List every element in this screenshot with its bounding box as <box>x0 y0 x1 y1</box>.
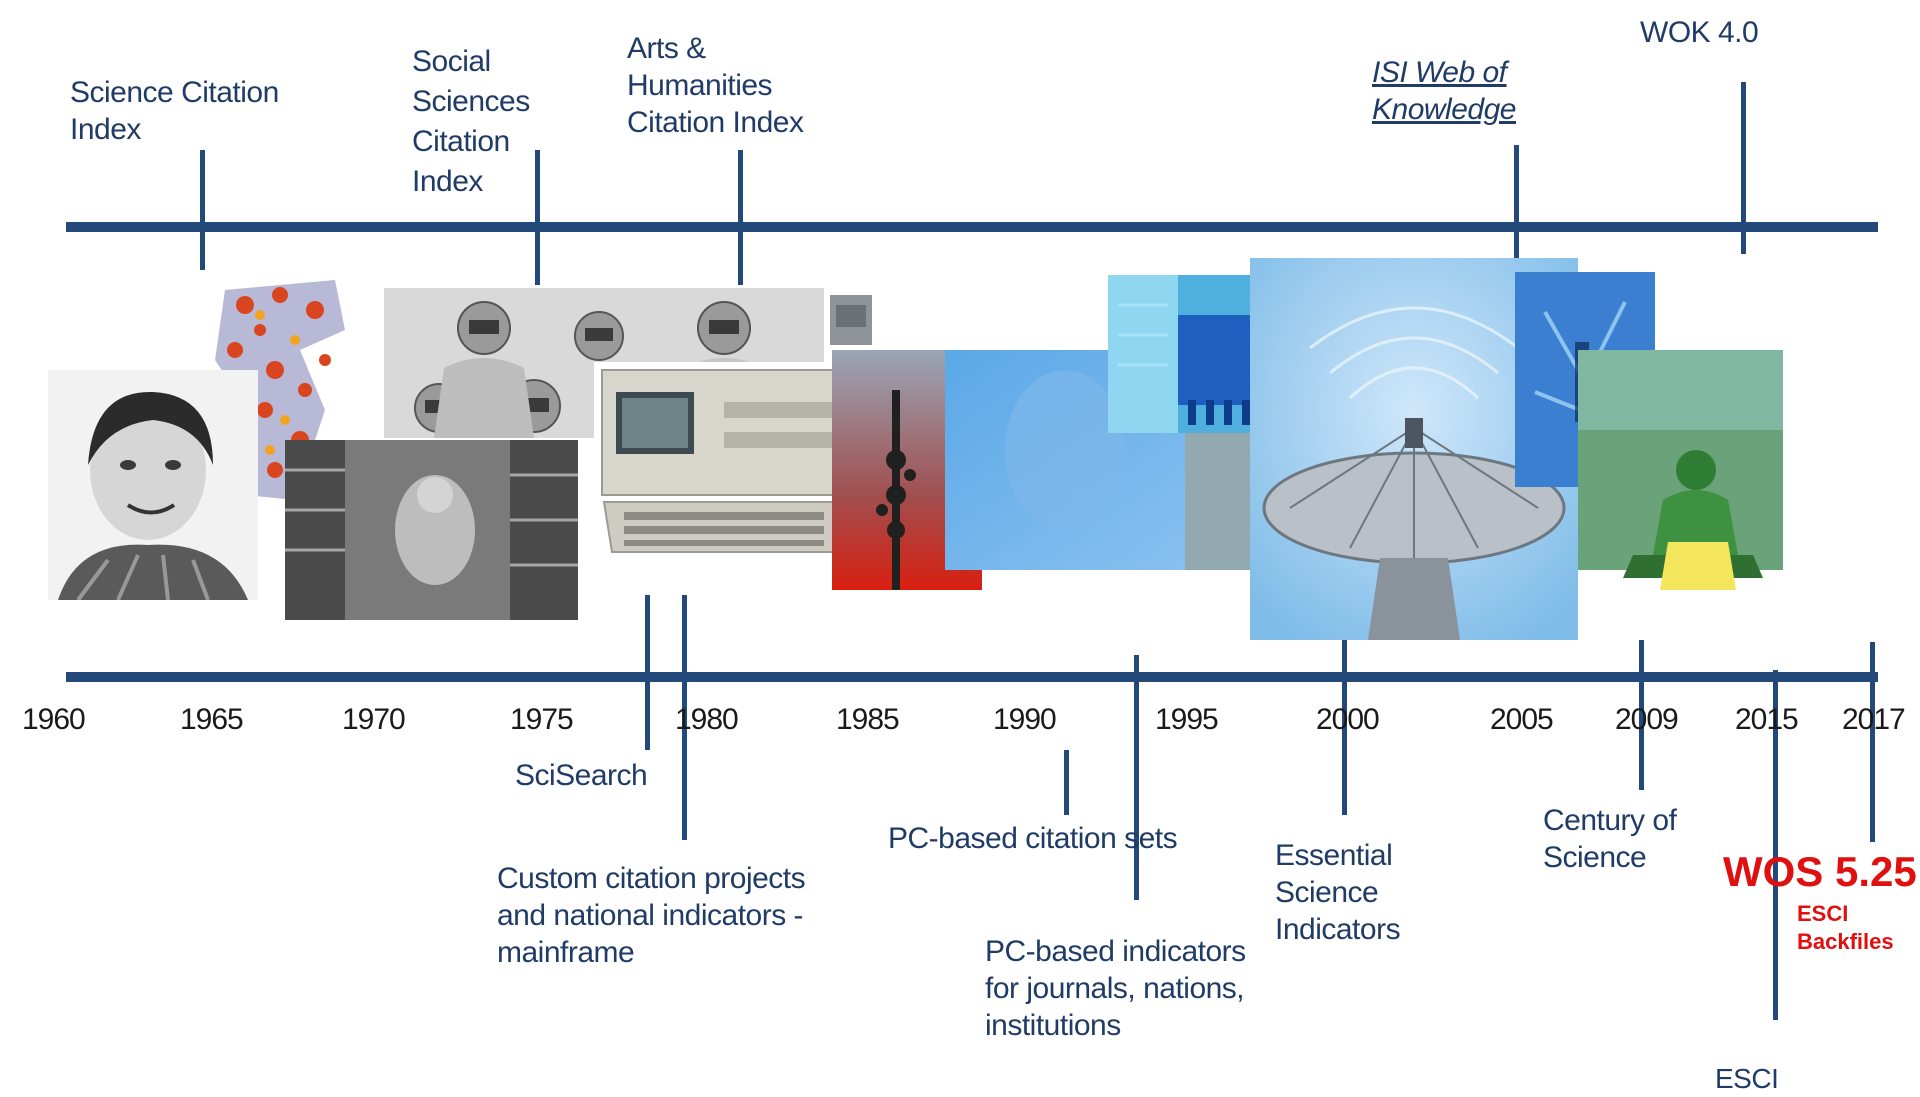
tick-isi <box>1514 145 1519 260</box>
label-wos-5-25: WOS 5.25 <box>1723 848 1917 895</box>
grey-square-image <box>830 295 872 345</box>
tick-esci <box>1773 670 1778 1020</box>
year-1970: 1970 <box>342 703 406 736</box>
year-1995: 1995 <box>1155 703 1219 736</box>
year-2015: 2015 <box>1735 703 1799 736</box>
archive-photo <box>285 440 578 620</box>
top-timeline-bar <box>66 222 1878 232</box>
label-wok-4: WOK 4.0 <box>1640 16 1759 49</box>
year-1985: 1985 <box>836 703 900 736</box>
label-scisearch: SciSearch <box>515 759 648 792</box>
year-1980: 1980 <box>675 703 739 736</box>
tick-2017 <box>1870 642 1875 842</box>
year-1960: 1960 <box>22 703 86 736</box>
tick-ssci <box>535 150 540 285</box>
tick-pc-indicators <box>1134 655 1139 900</box>
person-laptop-photo <box>1578 350 1783 615</box>
computer-photo <box>594 362 858 562</box>
tick-scisearch <box>645 595 650 750</box>
tick-pc-sets <box>1064 750 1069 815</box>
bottom-timeline-bar <box>66 672 1878 682</box>
year-1990: 1990 <box>993 703 1057 736</box>
year-1975: 1975 <box>510 703 574 736</box>
label-pc-based-citation-sets: PC-based citation sets <box>888 822 1178 855</box>
year-2000: 2000 <box>1316 703 1380 736</box>
tick-custom <box>682 595 687 840</box>
year-2005: 2005 <box>1490 703 1554 736</box>
tick-century <box>1639 640 1644 790</box>
year-2017: 2017 <box>1842 703 1906 736</box>
year-1965: 1965 <box>180 703 244 736</box>
tick-esi <box>1342 640 1347 815</box>
tick-ahci <box>738 150 743 285</box>
portrait-photo <box>48 370 258 600</box>
year-2009: 2009 <box>1615 703 1679 736</box>
label-esci: ESCI <box>1715 1063 1779 1094</box>
tick-sci <box>200 150 205 270</box>
tick-wok <box>1741 82 1746 254</box>
